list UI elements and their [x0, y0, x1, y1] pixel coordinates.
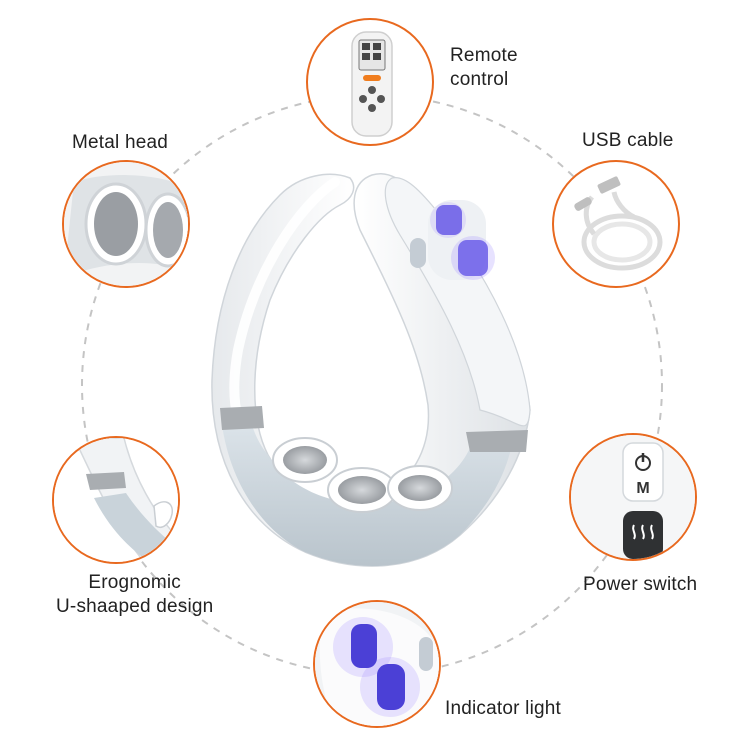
metal-head-icon — [64, 162, 188, 286]
u-shape-detail-icon — [54, 438, 178, 562]
indicator-light-callout — [313, 600, 441, 728]
mode-button-glyph: M — [636, 480, 649, 497]
metal-head-callout — [62, 160, 190, 288]
indicator-light-icon — [315, 602, 439, 726]
usb-cable-icon — [574, 176, 663, 271]
indicator-light-label: Indicator light — [445, 698, 562, 719]
usb-cable-label: USB cable — [582, 130, 674, 151]
remote-control-label: Remote control — [450, 45, 518, 90]
remote-control-icon — [351, 31, 393, 137]
power-switch-callout: M — [569, 433, 697, 561]
ergonomic-design-label: Erognomic U-shaaped design — [56, 572, 214, 617]
power-switch-label: Power switch — [583, 574, 698, 595]
ergonomic-design-callout — [52, 436, 180, 564]
heat-icon — [632, 524, 654, 540]
power-switch-buttons: M — [571, 435, 695, 559]
remote-control-callout — [306, 18, 434, 146]
power-icon — [635, 453, 651, 471]
metal-head-label: Metal head — [72, 132, 169, 153]
usb-cable-callout — [552, 160, 680, 288]
